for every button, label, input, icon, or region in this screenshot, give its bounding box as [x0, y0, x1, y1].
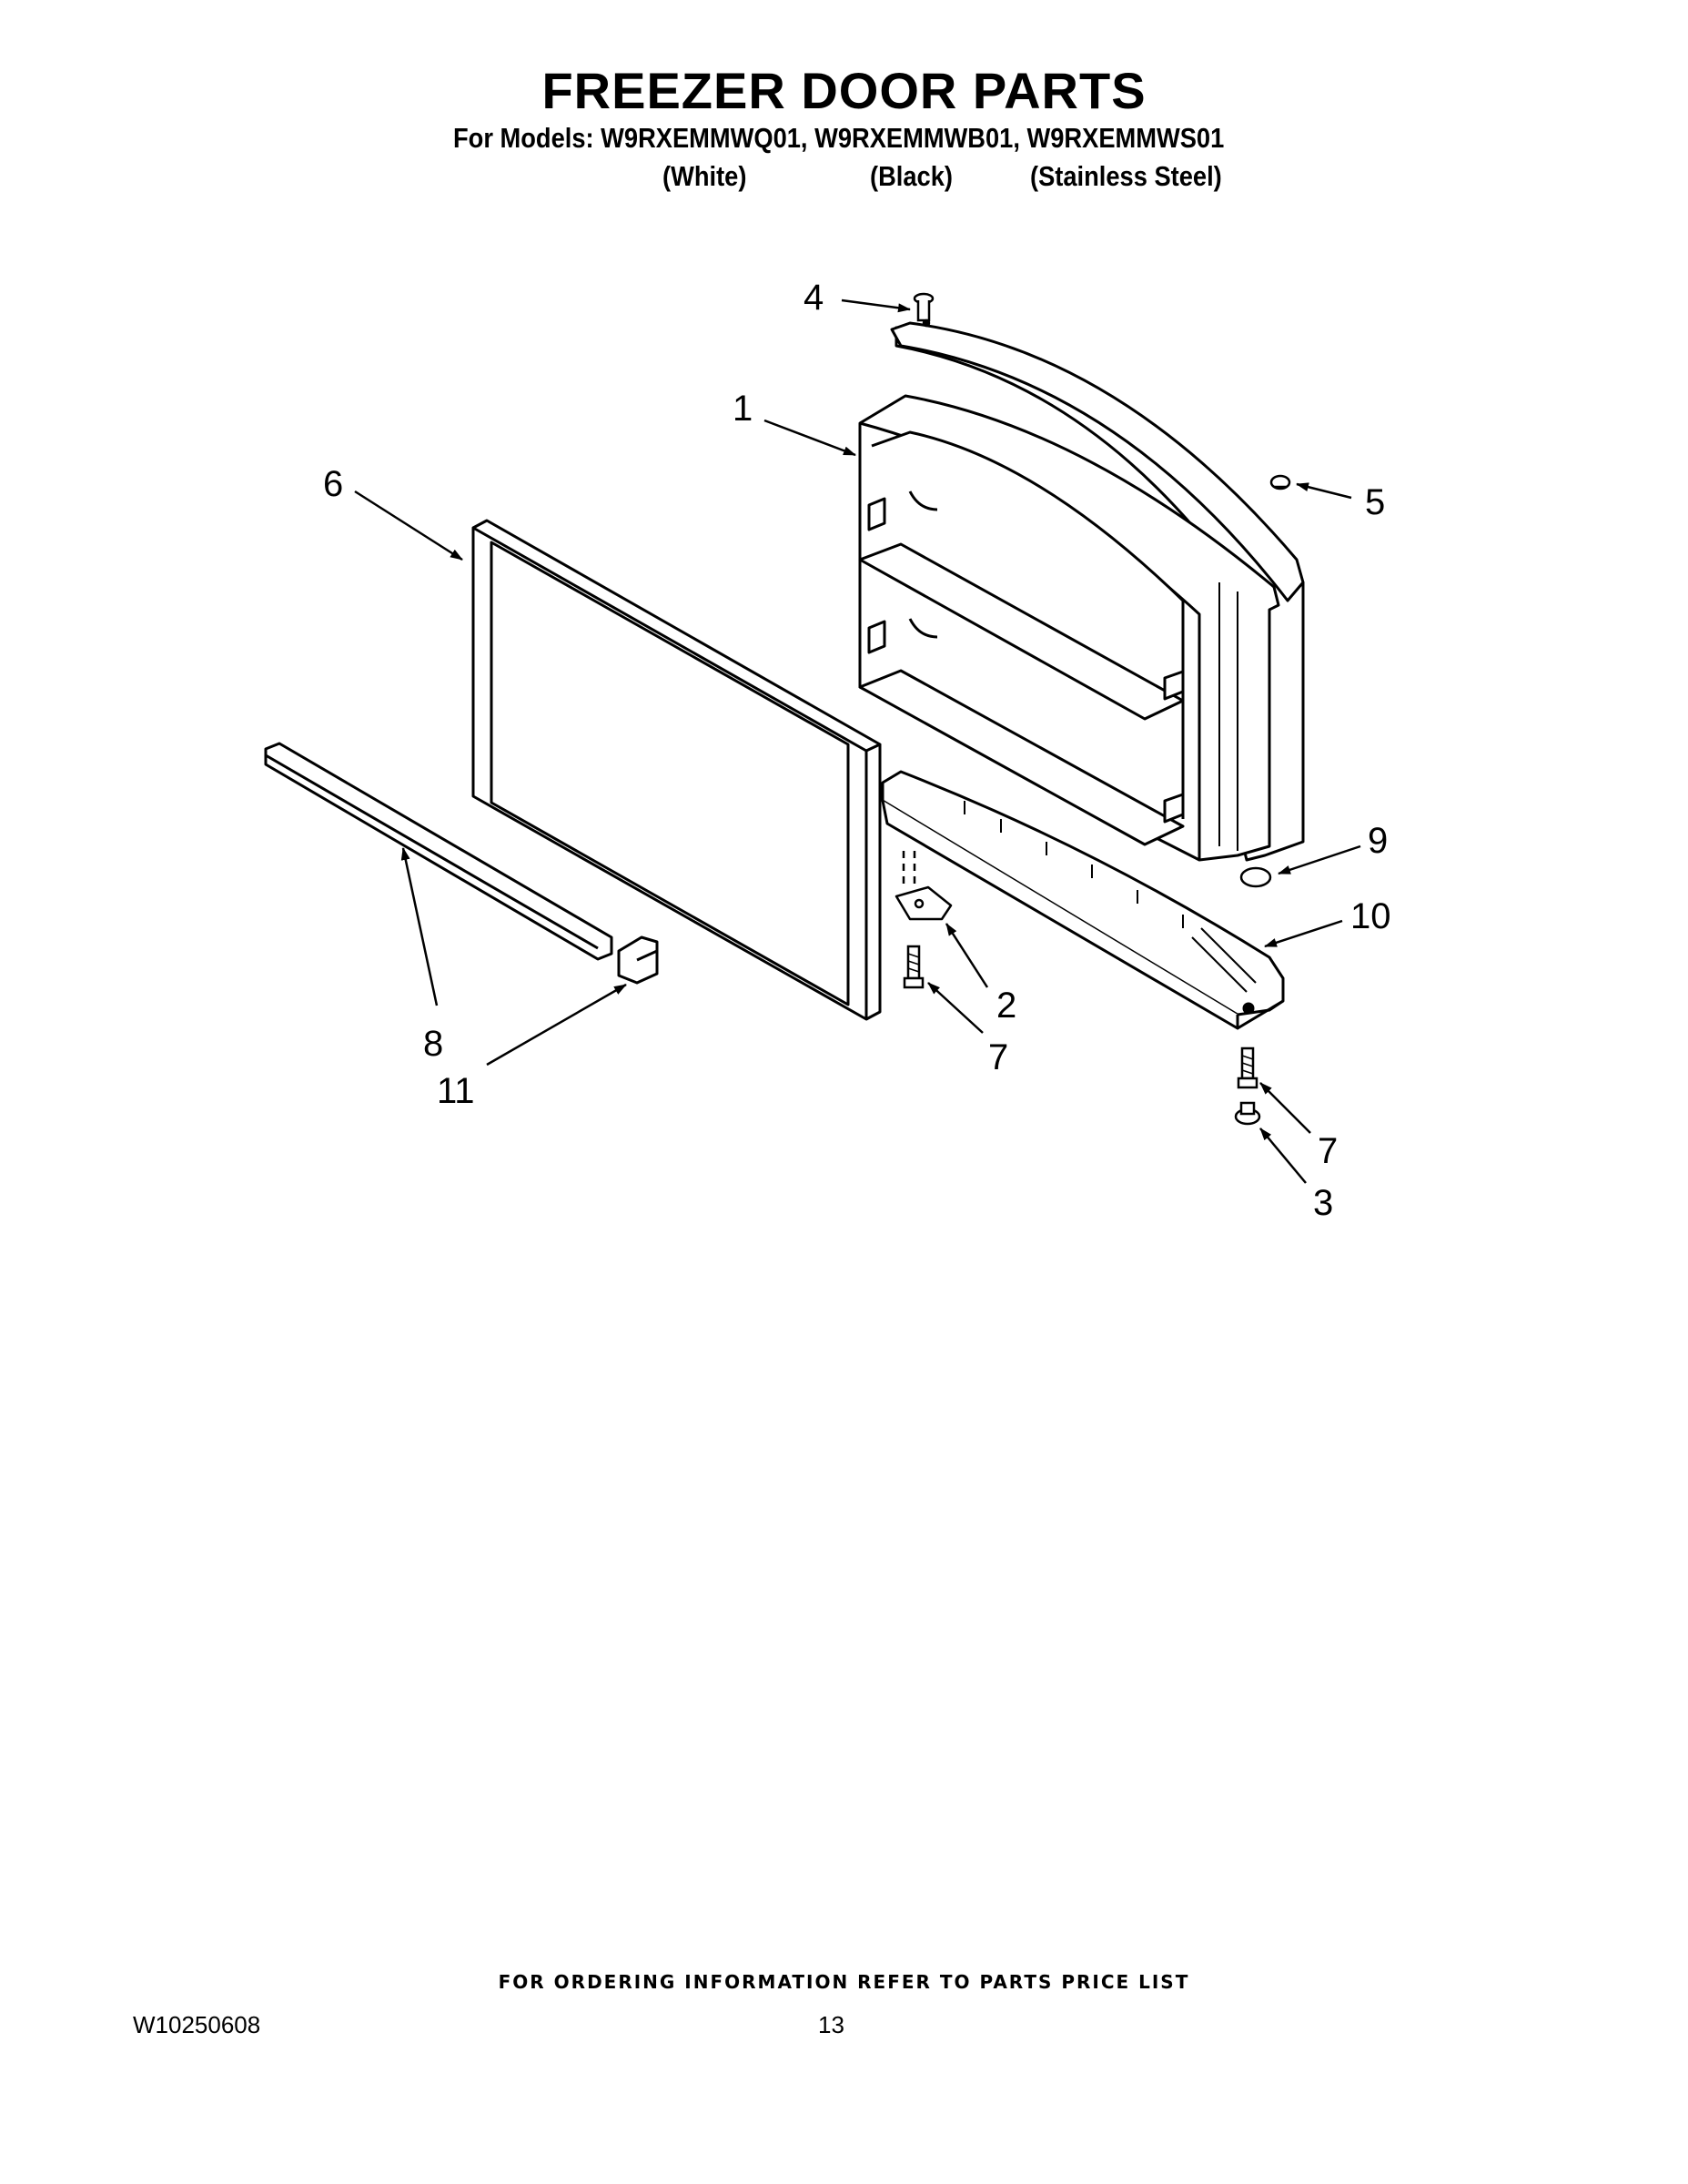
callout-6: 6: [323, 464, 343, 504]
callout-2: 2: [996, 986, 1016, 1026]
part-3-washer: [1234, 1101, 1261, 1126]
part-7-screw-lower: [1237, 1046, 1258, 1089]
page-title: FREEZER DOOR PARTS: [541, 62, 1147, 119]
models-line: For Models: W9RXEMMWQ01, W9RXEMMWB01, W9…: [453, 122, 1225, 154]
callout-4: 4: [804, 278, 824, 318]
variant-stainless: (Stainless Steel): [1030, 160, 1222, 192]
callout-11: 11: [437, 1071, 475, 1111]
callout-7-lower: 7: [1318, 1131, 1338, 1171]
ordering-note: FOR ORDERING INFORMATION REFER TO PARTS …: [498, 1971, 1190, 1993]
callout-7-hinge: 7: [988, 1037, 1008, 1077]
callout-10: 10: [1350, 896, 1391, 936]
callout-1: 1: [733, 389, 753, 429]
callout-3: 3: [1313, 1183, 1333, 1223]
leader-lines: [354, 298, 1361, 1184]
part-4-pin: [913, 292, 935, 328]
part-7-screw: [903, 945, 925, 989]
part-9-grommet: [1239, 866, 1272, 888]
part-8-trim-strip: [264, 742, 613, 961]
part-2-hinge: [895, 851, 953, 921]
part-11-end-cap: [617, 935, 659, 985]
part-5-plug: [1269, 474, 1291, 490]
variant-black: (Black): [870, 160, 953, 192]
part-6-door-gasket: [471, 519, 882, 1021]
document-number: W10250608: [133, 2011, 261, 2038]
variant-white: (White): [662, 160, 747, 192]
part-10-bottom-bracket: [881, 770, 1285, 1030]
freezer-door-part: [858, 321, 1305, 862]
page-number: 13: [818, 2011, 844, 2038]
callout-8: 8: [423, 1024, 443, 1064]
callout-5: 5: [1365, 482, 1385, 522]
callout-9: 9: [1368, 821, 1388, 861]
